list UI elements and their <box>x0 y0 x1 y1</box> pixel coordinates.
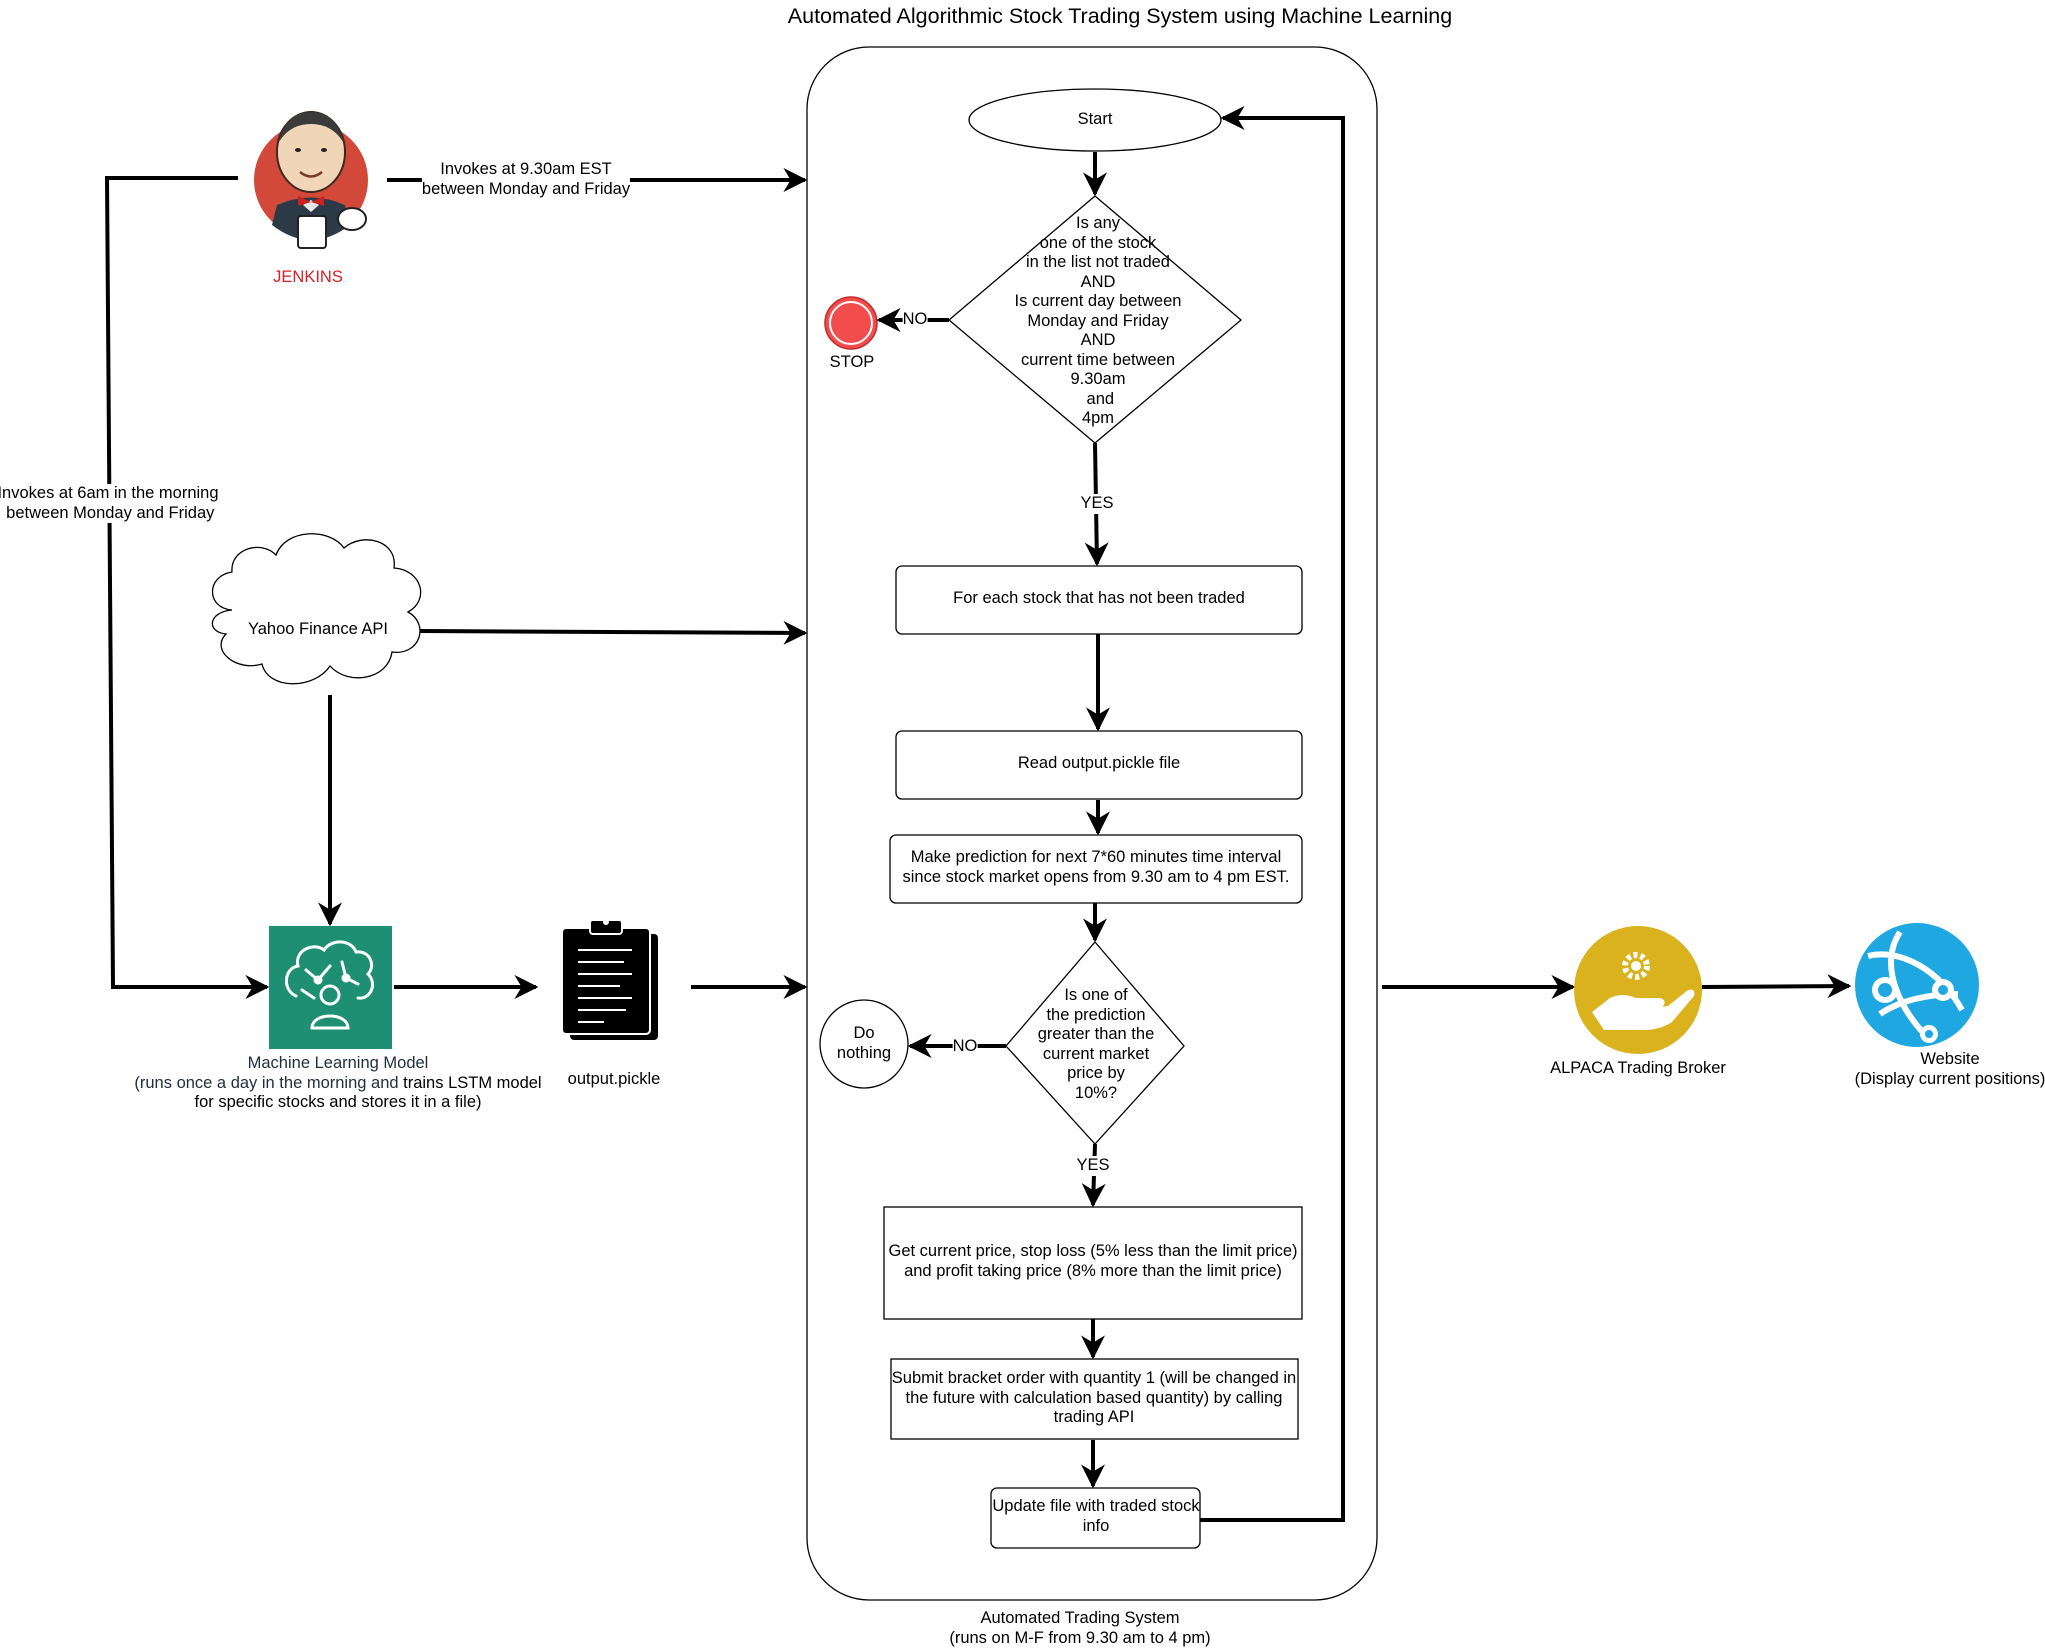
step5-text: Submit bracket order with quantity 1 (wi… <box>891 1369 1297 1426</box>
globe-network-icon <box>1855 923 1979 1047</box>
jenkins-edge-label: Invokes at 9.30am EST between Monday and… <box>421 160 631 199</box>
ml-caption-blue: Machine Learning Model (runs once a day … <box>134 1054 429 1092</box>
arrow-jenkins-to-ml <box>104 176 270 999</box>
clipboard-document-icon <box>561 919 658 1040</box>
do-nothing-text: Do nothing <box>836 1024 892 1062</box>
step6-text: Update file with traded stock info <box>992 1497 1200 1535</box>
alpaca-label: ALPACA Trading Broker <box>1550 1059 1726 1077</box>
arrow-alpaca-to-website <box>1701 974 1852 999</box>
ml-caption: Machine Learning Model (runs once a day … <box>134 1054 541 1113</box>
stop-circle-icon <box>824 296 878 350</box>
brain-person-icon <box>269 926 392 1049</box>
ml-caption-line3: for specific stocks and stores it in a f… <box>194 1093 482 1111</box>
step-get-prices[interactable] <box>883 1206 1303 1320</box>
morning-edge-label: Invokes at 6am in the morning between Mo… <box>0 484 219 523</box>
hand-gear-icon <box>1574 926 1702 1054</box>
step3-text: Make prediction for next 7*60 minutes ti… <box>902 848 1290 886</box>
arrow-yahoo-to-system <box>419 620 808 645</box>
decision1-text: Is any one of the stock in the list not … <box>1014 214 1182 427</box>
step4-text: Get current price, stop loss (5% less th… <box>888 1242 1298 1280</box>
jenkins-label: JENKINS <box>273 268 343 286</box>
yahoo-label: Yahoo Finance API <box>247 620 389 638</box>
no2-label: NO <box>952 1037 978 1057</box>
step1-text: For each stock that has not been traded <box>953 589 1245 607</box>
start-label: Start <box>1077 110 1113 128</box>
automated-trading-system-container <box>806 46 1378 1601</box>
yes1-label: YES <box>1080 494 1114 514</box>
no1-label: NO <box>902 310 928 330</box>
output-pickle-label: output.pickle <box>567 1070 661 1088</box>
step2-text: Read output.pickle file <box>1017 754 1181 772</box>
stop-label: STOP <box>829 353 875 371</box>
decision2-text: Is one of the prediction greater than th… <box>1037 986 1155 1102</box>
ml-caption-black: trains LSTM model <box>403 1073 542 1092</box>
step-submit-order[interactable] <box>890 1358 1299 1440</box>
yes2-label: YES <box>1076 1156 1110 1176</box>
arrow-loop-back-to-start <box>1200 106 1345 1522</box>
container-caption: Automated Trading System (runs on M-F fr… <box>949 1609 1211 1647</box>
website-label: Website (Display current positions) <box>1854 1050 2045 1088</box>
diagram-title: Automated Algorithmic Stock Trading Syst… <box>787 4 1453 28</box>
jenkins-butler-icon <box>254 111 368 249</box>
cloud-shape <box>211 533 422 685</box>
